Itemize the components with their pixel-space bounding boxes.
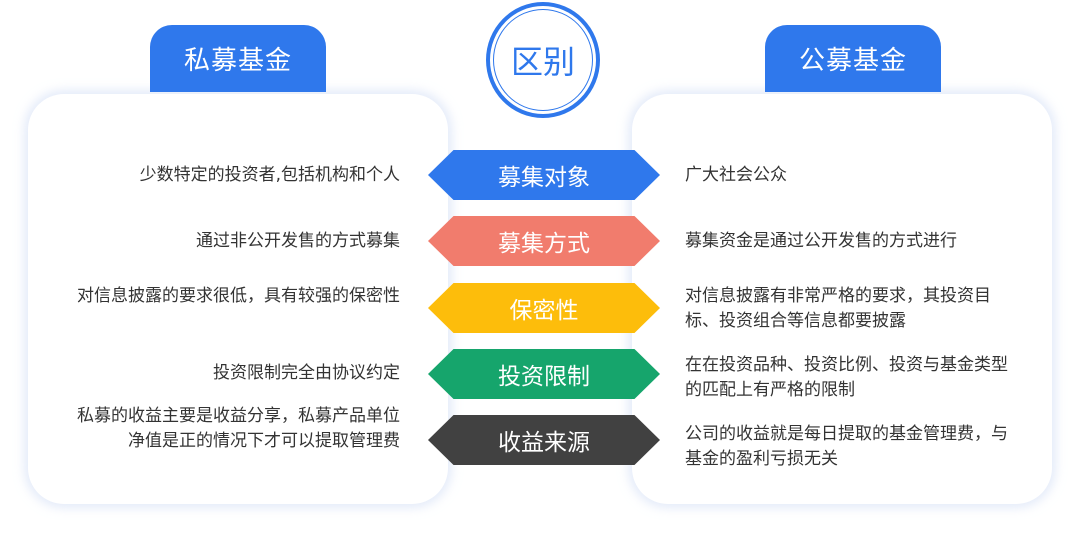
row-label: 收益来源 — [498, 430, 590, 456]
public-fund-card — [632, 94, 1052, 504]
private-fund-title: 私募基金 — [150, 25, 326, 92]
private-text: 通过非公开发售的方式募集 — [196, 231, 400, 251]
private-fund-card — [28, 94, 448, 504]
private-text: 对信息披露的要求很低，具有较强的保密性 — [77, 286, 400, 306]
row-label: 募集方式 — [498, 231, 590, 257]
row-label-hexagon: 投资限制 — [428, 349, 660, 399]
row-label-hexagon: 募集对象 — [428, 150, 660, 200]
row-label-hexagon: 收益来源 — [428, 415, 660, 465]
private-text: 少数特定的投资者,包括机构和个人 — [139, 165, 400, 185]
row-label-hexagon: 募集方式 — [428, 216, 660, 266]
private-text: 投资限制完全由协议约定 — [213, 363, 400, 383]
public-text: 对信息披露有非常严格的要求，其投资目标、投资组合等信息都要披露 — [685, 286, 991, 331]
row-label: 募集对象 — [498, 165, 590, 191]
private-text: 私募的收益主要是收益分享，私募产品单位净值是正的情况下才可以提取管理费 — [77, 406, 400, 451]
public-text: 广大社会公众 — [685, 165, 787, 185]
public-text: 公司的收益就是每日提取的基金管理费，与基金的盈利亏损无关 — [685, 424, 1008, 469]
public-fund-title: 公募基金 — [765, 25, 941, 92]
row-label-hexagon: 保密性 — [428, 283, 660, 333]
public-text: 在在投资品种、投资比例、投资与基金类型的匹配上有严格的限制 — [685, 355, 1008, 400]
difference-badge: 区别 — [486, 2, 600, 118]
row-label: 投资限制 — [498, 364, 590, 390]
row-label: 保密性 — [509, 298, 579, 324]
public-text: 募集资金是通过公开发售的方式进行 — [685, 231, 957, 251]
difference-title: 区别 — [510, 43, 575, 81]
